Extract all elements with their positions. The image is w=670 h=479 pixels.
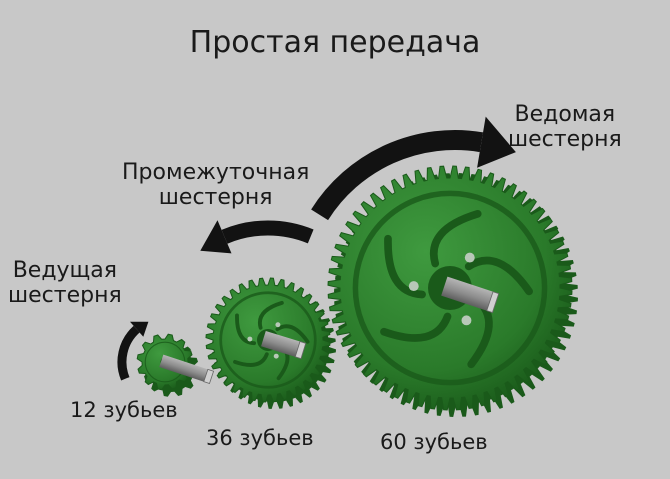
idler-gear-rotation-arrow-shaft (221, 220, 314, 244)
driven-gear-rotation-arrow-head (477, 116, 516, 168)
driving-gear-rotation-arrow (117, 321, 149, 381)
driven-gear-teeth-count: 60 зубьев (380, 430, 488, 454)
idler-gear-hole (247, 336, 253, 342)
driving-gear-rotation-arrow-shaft (117, 325, 140, 381)
driven-gear-shaft (441, 276, 500, 314)
driven-gear-label-line2: шестерня (508, 127, 622, 153)
idler-gear-shaft-end (294, 341, 307, 360)
idler-gear-label: Промежуточная шестерня (122, 160, 309, 211)
driven-gear-spoke-cutout (464, 256, 533, 296)
idler-gear (205, 277, 336, 409)
idler-gear-spoke-cutout (233, 352, 269, 367)
idler-gear-face-ring (219, 291, 317, 389)
idler-gear-rotation-arrow-head (200, 220, 232, 254)
driven-gear-spoke-cutout (384, 234, 426, 299)
driven-gear-spoke-cutout (380, 312, 452, 342)
idler-gear-shaft (261, 330, 307, 360)
driven-gear-hole (464, 252, 475, 263)
idler-gear-label-line2: шестерня (158, 185, 273, 211)
driving-gear-shaft-end (203, 368, 215, 385)
idler-gear-label-line1: Промежуточная (122, 160, 310, 185)
driven-gear-label: Ведомая шестерня (508, 102, 622, 153)
driving-gear-label: Ведущая шестерня (8, 258, 122, 309)
driving-gear-shaft-bar (159, 354, 211, 383)
driven-gear-label-line1: Ведомая (514, 102, 616, 127)
driving-gear-rotation-arrow-head (130, 321, 149, 337)
idler-gear-teeth-count: 36 зубьев (206, 426, 314, 450)
idler-gear-spoke-cutout (257, 300, 284, 330)
page-title: Простая передача (189, 25, 481, 60)
driving-gear-shaft (159, 354, 215, 385)
idler-gear-hole (273, 353, 279, 359)
driven-gear-spoke-cutout (430, 209, 482, 268)
idler-gear-shaft-bar (261, 330, 303, 358)
driven-gear-shaft-bar (441, 276, 496, 312)
driven-gear (327, 165, 578, 417)
driven-gear-rotation-arrow-shaft (311, 130, 484, 221)
driving-gear-label-line2: шестерня (8, 283, 122, 309)
driving-gear-teeth-count: 12 зубьев (70, 398, 178, 422)
driven-gear-rotation-arrow (311, 116, 516, 221)
driven-gear-hole (408, 281, 419, 292)
driving-gear-label-line1: Ведущая (12, 258, 117, 283)
driven-gear-hole (461, 315, 472, 326)
idler-gear-spoke-cutout (235, 313, 257, 346)
idler-gear-hole (275, 322, 281, 328)
driving-gear (136, 333, 215, 397)
idler-gear-spoke-cutout (275, 324, 310, 344)
driven-gear-face-ring (352, 190, 548, 386)
driven-gear-shaft-end (486, 291, 500, 314)
idler-gear-rotation-arrow (200, 220, 314, 254)
